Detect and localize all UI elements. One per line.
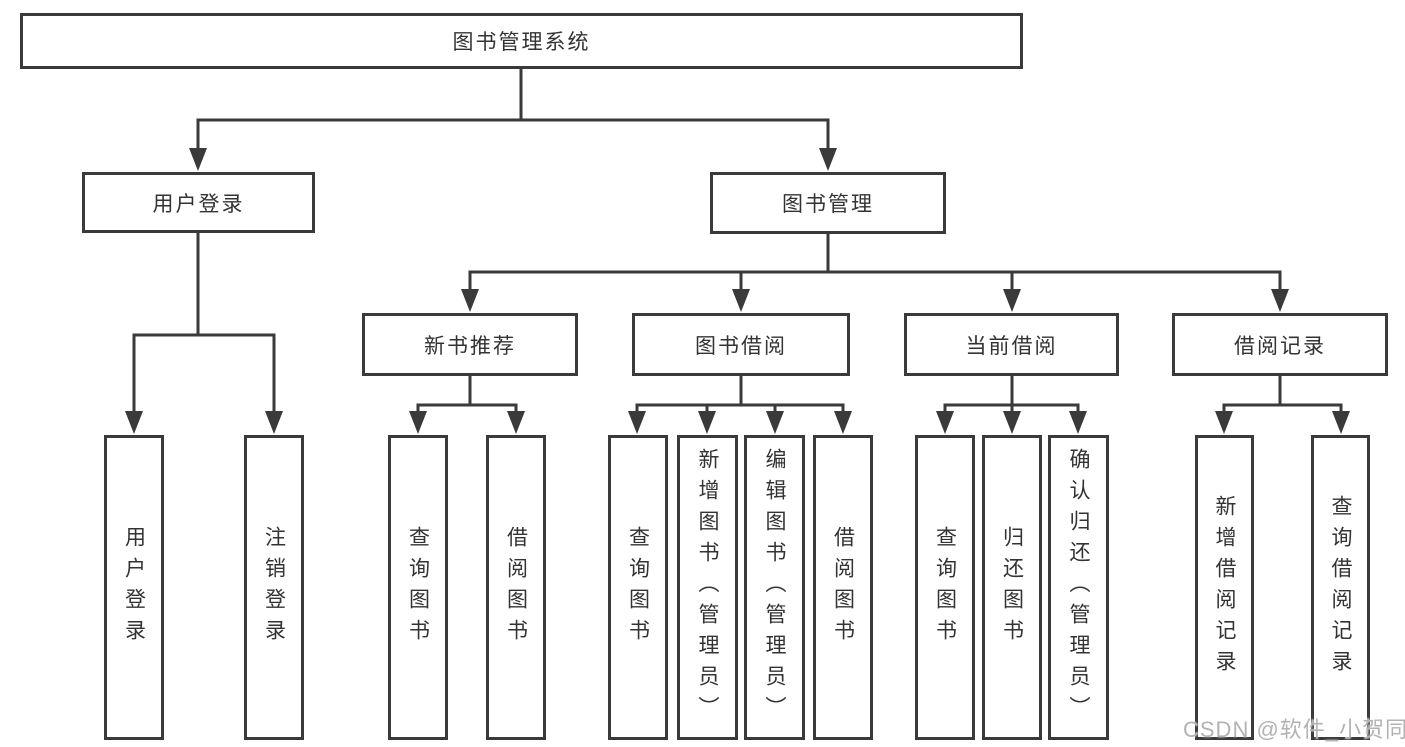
leaf-logout: 注销登录 (244, 435, 304, 740)
leaf-query-borrow-record: 查询借阅记录 (1311, 435, 1370, 740)
leaf-user-login-label: 用户登录 (122, 525, 146, 650)
watermark: CSDN @软件_小贺同学 (1183, 717, 1405, 742)
node-user-login: 用户登录 (82, 172, 315, 233)
node-borrowing-records-label: 借阅记录 (1234, 334, 1326, 358)
leaf-add-borrow-record: 新增借阅记录 (1195, 435, 1254, 740)
leaf-newrec-query-books-label: 查询图书 (406, 525, 430, 650)
connector-paths (132, 67, 1343, 414)
node-current-borrowing: 当前借阅 (904, 313, 1119, 376)
node-user-login-label: 用户登录 (152, 192, 245, 216)
leaf-return-books: 归还图书 (982, 435, 1042, 740)
node-new-book-recommend-label: 新书推荐 (424, 334, 516, 358)
leaf-edit-books-admin-label: 编辑图书（管理员） (763, 448, 786, 727)
node-book-borrowing-label: 图书借阅 (695, 334, 787, 358)
leaf-query-borrow-record-label: 查询借阅记录 (1329, 494, 1352, 681)
leaf-return-books-label: 归还图书 (1000, 525, 1024, 650)
leaf-borrowing-query-books-label: 查询图书 (626, 525, 650, 650)
node-book-management-label: 图书管理 (782, 193, 874, 216)
node-borrowing-records: 借阅记录 (1172, 313, 1388, 376)
leaf-logout-label: 注销登录 (262, 525, 286, 650)
node-root-label: 图书管理系统 (452, 31, 591, 54)
leaf-current-query-books-label: 查询图书 (933, 525, 957, 650)
leaf-newrec-borrow-books: 借阅图书 (486, 435, 546, 740)
leaf-borrowing-borrow-books-label: 借阅图书 (831, 525, 855, 650)
leaf-add-books-admin: 新增图书（管理员） (677, 435, 738, 740)
leaf-borrowing-query-books: 查询图书 (608, 435, 668, 740)
node-book-management: 图书管理 (710, 172, 946, 234)
leaf-borrowing-borrow-books: 借阅图书 (813, 435, 873, 740)
leaf-user-login: 用户登录 (104, 435, 164, 740)
leaf-confirm-return-admin-label: 确认归还（管理员） (1067, 448, 1090, 727)
leaf-current-query-books: 查询图书 (915, 435, 975, 740)
arrowhead-icons (125, 148, 1350, 434)
node-book-borrowing: 图书借阅 (632, 313, 850, 376)
leaf-edit-books-admin: 编辑图书（管理员） (744, 435, 805, 740)
leaf-newrec-borrow-books-label: 借阅图书 (504, 525, 528, 650)
leaf-add-borrow-record-label: 新增借阅记录 (1213, 494, 1236, 681)
leaf-confirm-return-admin: 确认归还（管理员） (1048, 435, 1109, 740)
node-root: 图书管理系统 (20, 13, 1023, 69)
node-new-book-recommend: 新书推荐 (362, 313, 578, 376)
leaf-newrec-query-books: 查询图书 (388, 435, 448, 740)
node-current-borrowing-label: 当前借阅 (965, 334, 1058, 358)
leaf-add-books-admin-label: 新增图书（管理员） (696, 448, 719, 727)
